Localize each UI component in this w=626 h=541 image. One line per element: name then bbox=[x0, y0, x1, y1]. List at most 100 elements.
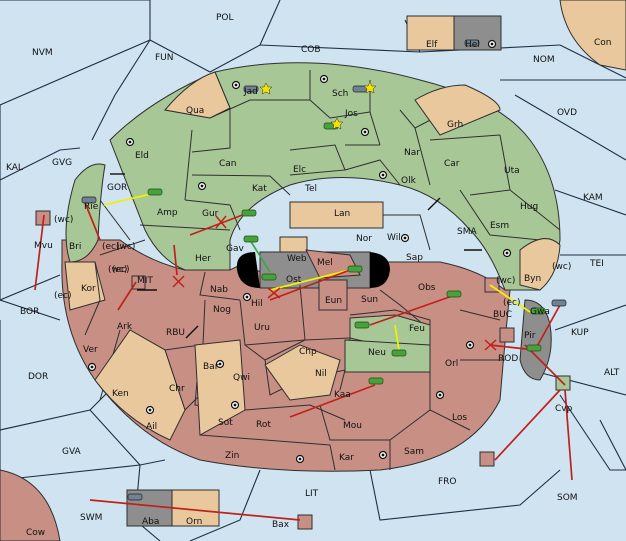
territory-chr[interactable] bbox=[94, 329, 186, 441]
sea-label-ovd: OVD bbox=[557, 108, 577, 118]
green-label-mel: Mel bbox=[317, 258, 333, 268]
sea-label-fun: FUN bbox=[155, 53, 174, 63]
red-label-nil: Nil bbox=[315, 369, 327, 379]
coast_notes-label-ec: (ec) bbox=[54, 291, 72, 301]
green-label-wil: Wil bbox=[387, 233, 401, 243]
sea-label-fro: FRO bbox=[438, 477, 457, 487]
green-label-olk: Olk bbox=[401, 176, 417, 186]
red-label-uru: Uru bbox=[254, 323, 270, 333]
fleet-units bbox=[81, 39, 567, 501]
territory-bar-tan bbox=[194, 339, 246, 436]
red-label-sun: Sun bbox=[361, 295, 378, 305]
sea-label-buc: BUC bbox=[493, 310, 512, 320]
supply-centers bbox=[87, 39, 512, 464]
green-label-nor: Nor bbox=[356, 234, 372, 244]
sea-label-som: SOM bbox=[557, 493, 578, 503]
coast_notes-label-wc: (wc) bbox=[496, 276, 515, 286]
green-label-ost: Ost bbox=[286, 275, 302, 285]
territory-eun[interactable] bbox=[318, 279, 348, 311]
sea-label-lit: LIT bbox=[305, 489, 319, 499]
red-label-los: Los bbox=[452, 413, 467, 423]
coast_notes-label-wc: (wc) bbox=[108, 265, 127, 275]
sea-label-swm: SWM bbox=[80, 513, 102, 523]
red-label-obs: Obs bbox=[418, 283, 436, 293]
green-label-bri: Bri bbox=[69, 242, 81, 252]
territory-eld-edge bbox=[414, 84, 501, 136]
territory-kor-tan bbox=[64, 261, 106, 311]
red-label-hil: Hil bbox=[251, 299, 263, 309]
green-label-elc: Elc bbox=[293, 165, 306, 175]
territory-elf[interactable] bbox=[406, 15, 455, 51]
red-label-ken: Ken bbox=[112, 389, 129, 399]
green-label-eld: Eld bbox=[135, 151, 149, 161]
territory-neu[interactable] bbox=[344, 339, 431, 373]
territory-byn[interactable] bbox=[519, 238, 561, 291]
sea-label-pol: POL bbox=[216, 13, 234, 23]
red-label-mou: Mou bbox=[343, 421, 362, 431]
territory-gav[interactable] bbox=[65, 163, 106, 263]
sea-label-sma: SMA bbox=[457, 227, 477, 237]
red-label-qwi: Qwi bbox=[233, 373, 250, 383]
unit-rod-box bbox=[499, 327, 515, 343]
cw-label-gwa: Gwa bbox=[530, 307, 550, 317]
sea-label-nvm: NVM bbox=[32, 48, 53, 58]
cw-label-bax: Bax bbox=[272, 520, 290, 530]
sea-label-bor: BOR bbox=[20, 307, 39, 317]
green-label-web: Web bbox=[287, 254, 307, 264]
red-label-orl: Orl bbox=[445, 359, 458, 369]
red-label-nog: Nog bbox=[213, 305, 231, 315]
black-lens-right bbox=[370, 252, 390, 288]
coast_notes-label-wc: (wc) bbox=[552, 262, 571, 272]
sea-label-kal: KAL bbox=[6, 163, 23, 173]
sea-label-mit: MIT bbox=[137, 276, 153, 286]
territory-con[interactable] bbox=[559, 0, 626, 71]
stars bbox=[259, 81, 377, 130]
red-label-eun: Eun bbox=[325, 296, 342, 306]
impassable-label-hel: Hel bbox=[465, 40, 480, 50]
neutral-label-mvu: Mvu bbox=[34, 241, 53, 251]
green-label-esm: Esm bbox=[490, 221, 509, 231]
green-label-lan: Lan bbox=[334, 209, 350, 219]
sea-label-nom: NOM bbox=[533, 55, 555, 65]
territory-hug[interactable] bbox=[289, 201, 384, 229]
red-label-ver: Ver bbox=[83, 345, 98, 355]
coast_notes-label-ec: (ec) bbox=[102, 242, 120, 252]
green-label-car: Car bbox=[444, 159, 460, 169]
sea-label-rbu: RBU bbox=[166, 328, 185, 338]
sea-label-gva: GVA bbox=[62, 447, 82, 457]
sea-label-cob: COB bbox=[301, 45, 321, 55]
sea-label-tei: TEI bbox=[589, 259, 604, 269]
green-label-nar: Nar bbox=[404, 148, 420, 158]
territory-qua[interactable] bbox=[164, 71, 231, 119]
cw-label-con: Con bbox=[594, 38, 612, 48]
unit-bax-box bbox=[297, 514, 313, 530]
coast_notes-label-ec: (ec) bbox=[112, 265, 130, 275]
red-label-rot: Rot bbox=[256, 420, 271, 430]
red-label-pir: Pir bbox=[524, 331, 536, 341]
sea-label-dor: DOR bbox=[28, 372, 48, 382]
unit-mit-box bbox=[131, 275, 146, 290]
green-label-jos: Jos bbox=[344, 109, 358, 119]
red-label-cow: Cow bbox=[26, 528, 45, 538]
territory-pir[interactable] bbox=[519, 299, 552, 381]
red-label-chr: Chr bbox=[169, 384, 185, 394]
red-label-ail: Ail bbox=[146, 422, 157, 432]
red-label-zin: Zin bbox=[225, 451, 239, 461]
sea-label-kup: KUP bbox=[571, 328, 589, 338]
red-label-feu: Feu bbox=[409, 324, 425, 334]
green-label-jad: Jad bbox=[243, 87, 258, 97]
cut-support-marks bbox=[172, 215, 497, 351]
red-label-kaa: Kaa bbox=[334, 390, 351, 400]
sea-label-kam: KAM bbox=[583, 193, 603, 203]
territory-nil[interactable] bbox=[264, 344, 341, 401]
green-label-grh: Grh bbox=[447, 120, 463, 130]
sea-label-alt: ALT bbox=[604, 368, 620, 378]
sea-label-gor: GOR bbox=[107, 183, 127, 193]
impassable-label-aba: Aba bbox=[142, 517, 159, 527]
red-label-sam: Sam bbox=[404, 447, 424, 457]
green-label-uta: Uta bbox=[504, 166, 520, 176]
green-label-her: Her bbox=[195, 254, 211, 264]
coast_notes-label-wc: (wc) bbox=[116, 242, 135, 252]
